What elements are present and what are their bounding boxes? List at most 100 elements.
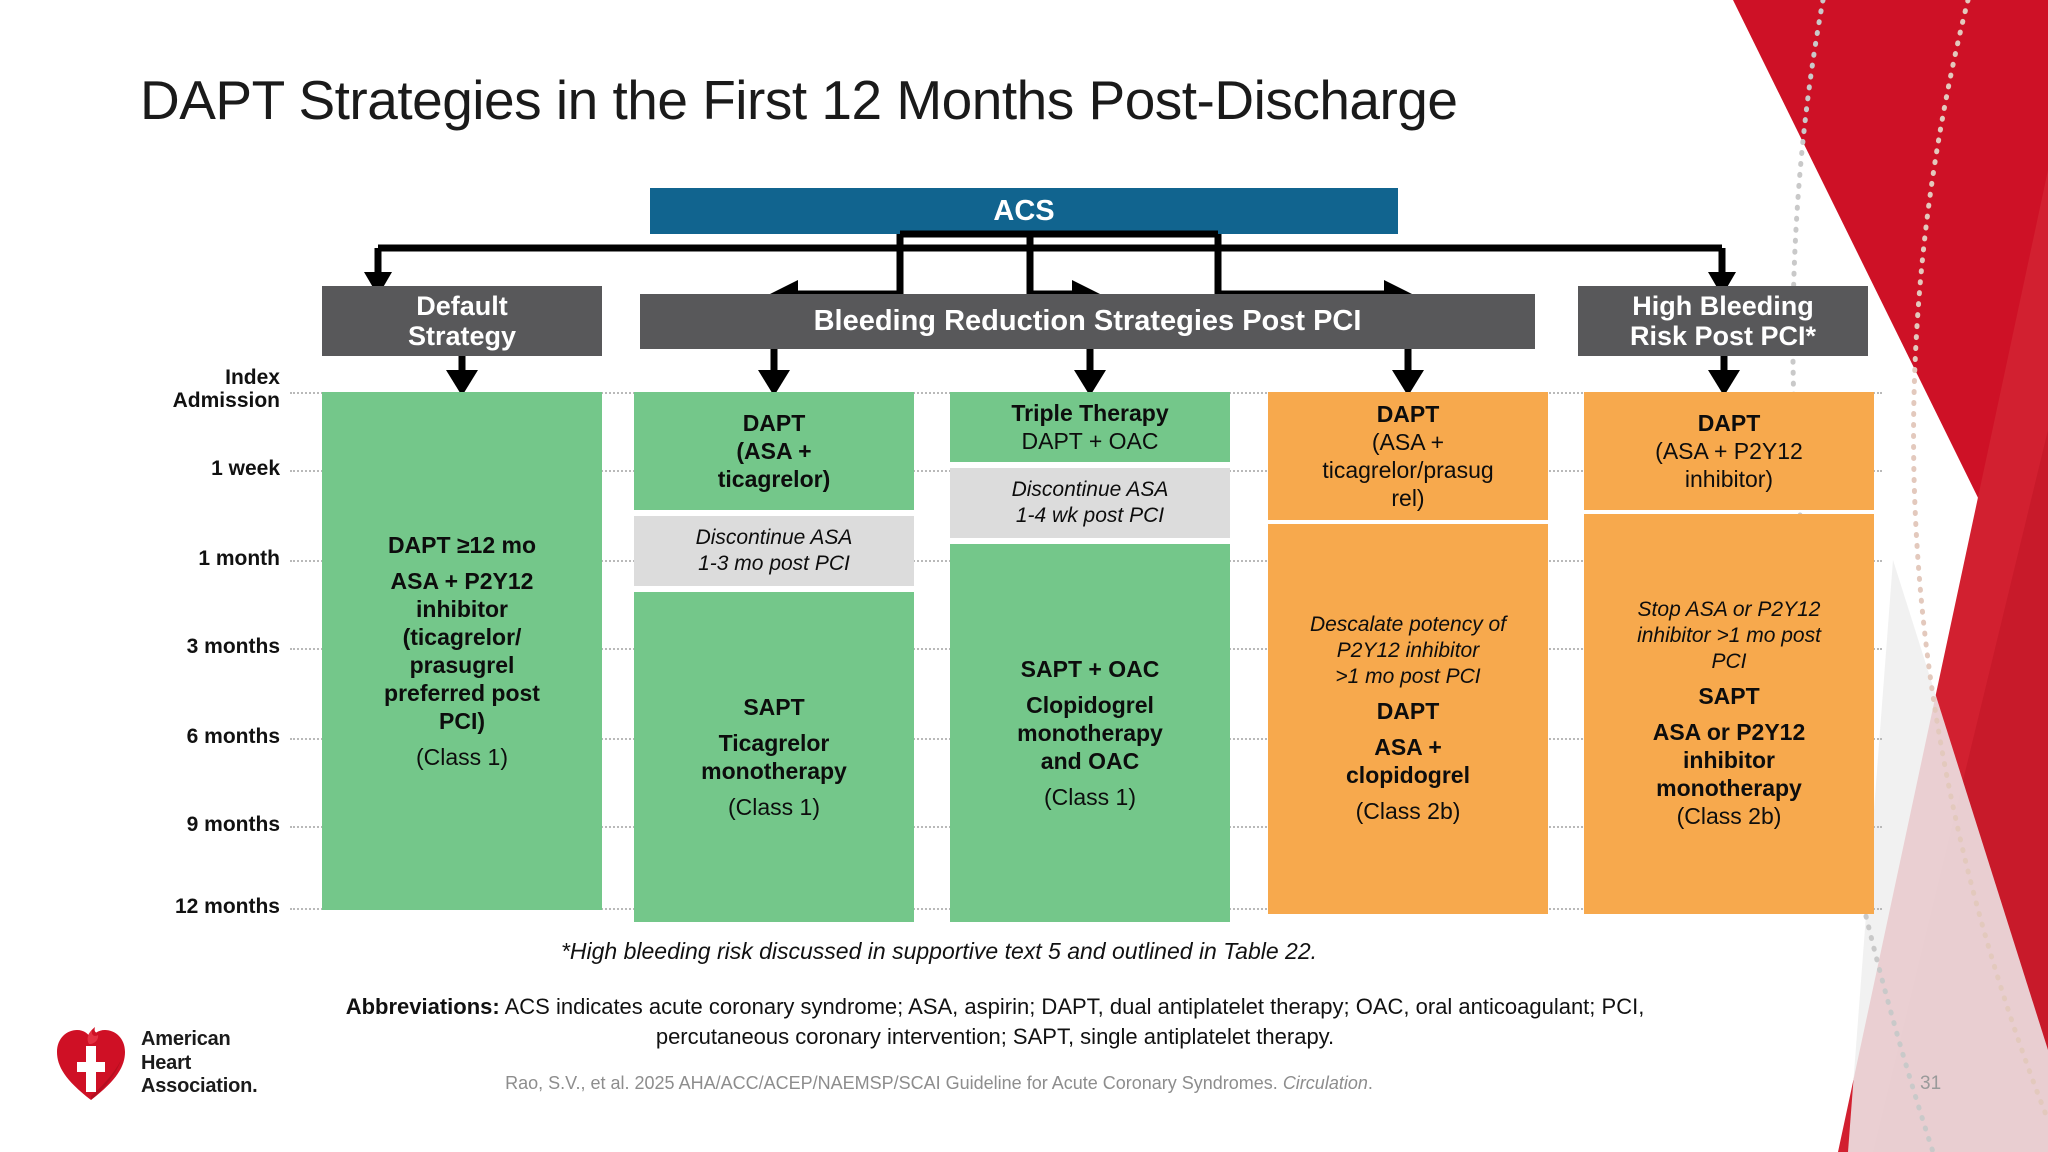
col5-cell-0-line-0: DAPT (1697, 409, 1761, 436)
col2-cell-1-line-0: Discontinue ASA (695, 526, 853, 550)
cat-default-line1: Default (416, 290, 508, 321)
col5-cell-1-line-2: PCI (1711, 649, 1747, 673)
col5-cell-1-line-6: ASA or P2Y12 (1652, 719, 1806, 746)
col3-cell-2-line-6: (Class 1) (1043, 784, 1136, 811)
col5-cell-1-line-4: SAPT (1698, 683, 1760, 710)
timeline-label-2: 1 month (90, 547, 280, 570)
abbreviations-block: Abbreviations: ACS indicates acute coron… (330, 992, 1660, 1051)
timeline-label-0-line1: Index (225, 366, 280, 389)
citation-line: Rao, S.V., et al. 2025 AHA/ACC/ACEP/NAEM… (0, 1073, 2048, 1094)
col4-cell-0-line-1: (ASA + (1371, 428, 1445, 455)
col5-cell-1-line-1: inhibitor >1 mo post (1637, 624, 1821, 648)
col1-cell-0-line-9: (Class 1) (415, 744, 508, 771)
col4-cell-0-line-2: ticagrelor/prasug (1322, 457, 1494, 483)
col3-cell-0-line-0: Triple Therapy (1011, 399, 1169, 426)
col4-cell-1-line-2: >1 mo post PCI (1335, 664, 1481, 688)
cat-bleeding-label: Bleeding Reduction Strategies Post PCI (813, 305, 1362, 338)
col1-cell-0-line-2: ASA + P2Y12 (390, 567, 534, 594)
col4-cell-1-line-0: Descalate potency of (1309, 613, 1507, 637)
page-title: DAPT Strategies in the First 12 Months P… (140, 69, 1458, 131)
aha-logo: American Heart Association. (55, 1016, 305, 1111)
col4-cell-1-line-4: DAPT (1376, 698, 1440, 725)
timeline-label-6: 12 months (90, 895, 280, 918)
col2-cell-2-line-2: Ticagrelor (718, 729, 830, 756)
col5-cell-1-line-0: Stop ASA or P2Y12 (1637, 598, 1821, 622)
col5-cell-0-line-2: inhibitor) (1684, 466, 1774, 493)
cat-hbr-line2: Risk Post PCI* (1629, 321, 1817, 351)
col4-cell-1-line-1: P2Y12 inhibitor (1336, 639, 1480, 663)
col3-cell-1-line-1: 1-4 wk post PCI (1015, 504, 1165, 527)
col3-cell-0-line-1: DAPT + OAC (1021, 428, 1159, 454)
aha-line1: American (141, 1028, 231, 1051)
page-number: 31 (1920, 1073, 1942, 1094)
col5-cell-0-line-1: (ASA + P2Y12 (1655, 437, 1803, 464)
col1-cell-0-line-4: (ticagrelor/ (402, 623, 522, 650)
cat-hbr-line1: High Bleeding (1632, 290, 1814, 321)
col2-cell-2-line-5: (Class 1) (727, 794, 820, 821)
timeline-label-6-line1: 12 months (174, 895, 280, 918)
col4-cell-0-line-0: DAPT (1376, 400, 1440, 427)
aha-logo-text: American Heart Association. (141, 1028, 258, 1099)
col1-cell-0-line-7: PCI) (439, 708, 485, 735)
aha-line2: Heart (141, 1051, 192, 1074)
acs-label: ACS (993, 194, 1055, 227)
timeline-label-5: 9 months (90, 813, 280, 836)
col2-cell-0: DAPT(ASA +ticagrelor) (634, 392, 914, 510)
col2-cell-0-line-1: (ASA + (736, 437, 812, 464)
citation-journal: Circulation (1282, 1073, 1368, 1093)
col2-cell-2-line-3: monotherapy (701, 758, 847, 784)
timeline-label-3: 3 months (90, 635, 280, 658)
col1-cell-0-line-6: preferred post (384, 680, 540, 707)
citation-suffix: . (1367, 1073, 1373, 1093)
col4-cell-1-line-6: ASA + (1374, 734, 1442, 761)
timeline-label-4: 6 months (90, 725, 280, 748)
col3-cell-2-line-4: and OAC (1040, 748, 1140, 775)
timeline-label-1: 1 week (90, 457, 280, 480)
timeline-label-4-line1: 6 months (186, 725, 280, 748)
col5-cell-1-line-8: monotherapy (1656, 775, 1802, 802)
col5-cell-1-line-7: inhibitor (1683, 747, 1775, 774)
col2-cell-1-line-1: 1-3 mo post PCI (698, 552, 850, 575)
category-header-high-bleeding-risk: High Bleeding Risk Post PCI* (1578, 286, 1868, 356)
col2-cell-2-line-0: SAPT (743, 693, 805, 720)
col1-cell-0-line-3: inhibitor (416, 595, 508, 622)
citation-prefix: Rao, S.V., et al. 2025 AHA/ACC/ACEP/NAEM… (505, 1073, 1283, 1093)
timeline-label-0-line2: Admission (172, 389, 280, 413)
col2-cell-0-line-2: ticagrelor) (717, 466, 831, 493)
cat-default-line2: Strategy (407, 321, 517, 351)
col1-cell-0-line-0: DAPT ≥12 mo (387, 531, 537, 558)
col3-cell-1-line-0: Discontinue ASA (1011, 478, 1169, 502)
col3-cell-2-line-3: monotherapy (1017, 719, 1163, 746)
col2-cell-0-line-0: DAPT (742, 409, 806, 436)
abbreviations-label: Abbreviations: (345, 994, 500, 1019)
col4-cell-1-line-9: (Class 2b) (1355, 798, 1461, 825)
col1-cell-0-line-5: prasugrel (409, 652, 515, 678)
col3-cell-2-line-2: Clopidogrel (1026, 691, 1154, 718)
acs-root-node: ACS (650, 188, 1398, 234)
category-header-bleeding-reduction: Bleeding Reduction Strategies Post PCI (640, 294, 1535, 349)
col5-cell-1-line-9: (Class 2b) (1676, 803, 1782, 830)
aha-line3: Association. (141, 1075, 258, 1098)
timeline-label-1-line1: 1 week (211, 457, 280, 480)
timeline-label-5-line1: 9 months (186, 813, 280, 836)
timeline-label-3-line1: 3 months (186, 635, 280, 658)
aha-heart-torch-icon (57, 1026, 125, 1100)
abbreviations-text: ACS indicates acute coronary syndrome; A… (499, 994, 1645, 1049)
col4-cell-1-line-7: clopidogrel (1346, 762, 1470, 789)
